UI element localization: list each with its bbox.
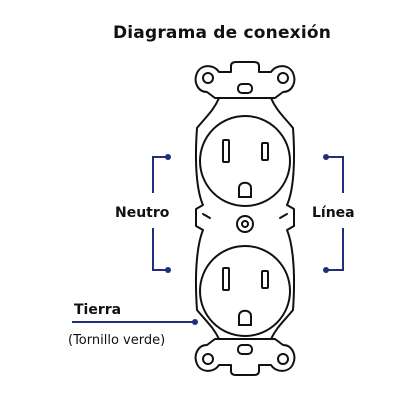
top-left-ear-hole [202, 72, 214, 84]
ground-label: Tierra [74, 302, 121, 318]
lower-hot-slot [261, 270, 269, 289]
right-terminal-notch [279, 213, 288, 219]
neutral-label: Neutro [115, 205, 170, 221]
line-bracket [323, 154, 344, 273]
bottom-right-ear-hole [277, 353, 289, 365]
left-terminal-notch [202, 213, 211, 219]
upper-outlet-face [199, 115, 291, 207]
top-strap-slot [237, 83, 253, 94]
center-screw-head [241, 220, 249, 228]
receptacle-body [194, 97, 296, 340]
upper-ground-hole [238, 181, 252, 198]
center-mounting-screw [236, 215, 254, 233]
neutral-bracket [152, 154, 171, 273]
lower-neutral-slot [222, 267, 230, 291]
upper-neutral-slot [222, 139, 230, 163]
lower-ground-hole [238, 309, 252, 326]
ground-lead [72, 319, 198, 325]
line-label: Línea [312, 205, 355, 221]
top-right-ear-hole [277, 72, 289, 84]
bottom-mounting-strap [194, 338, 296, 376]
duplex-receptacle [194, 61, 296, 376]
bottom-strap-slot [237, 344, 253, 355]
lower-outlet-face [199, 245, 291, 337]
diagram-title: Diagrama de conexión [113, 23, 331, 43]
upper-hot-slot [261, 142, 269, 161]
bottom-left-ear-hole [202, 353, 214, 365]
top-mounting-strap [194, 61, 296, 99]
ground-screw-note: (Tornillo verde) [68, 333, 165, 348]
